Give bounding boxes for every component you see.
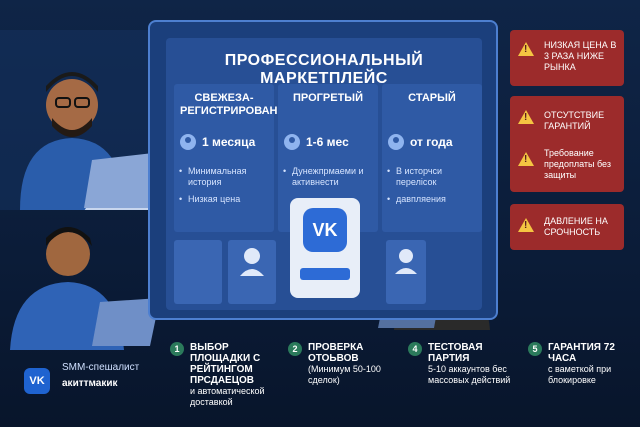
step-title: ТЕСТОВАЯ ПАРТИЯ xyxy=(428,342,483,364)
step-number: 4 xyxy=(408,342,422,356)
user-icon xyxy=(240,248,264,276)
vk-card-bar xyxy=(300,268,350,280)
user-icon xyxy=(388,134,404,150)
profile-tile[interactable] xyxy=(228,240,276,304)
column-bullet: давпляения xyxy=(387,194,478,205)
brand-line-1: SMM-спешалист xyxy=(62,362,140,373)
user-icon xyxy=(180,134,196,150)
profile-tile[interactable] xyxy=(386,240,426,304)
step-2: 2 ПРОВЕРКА ОТОЬВОВ(Минимум 50-100 сделок… xyxy=(288,342,394,386)
step-text: 5-10 аккаунтов бес массовых действий xyxy=(428,364,511,385)
warning-icon xyxy=(518,42,534,56)
warning-urgency: ДАВЛЕНИЕ НА СРОЧНОСТЬ xyxy=(510,204,624,250)
warning-no-guarantees: ОТСУТСТВИЕ ГАРАНТИЙ Требование предоплат… xyxy=(510,96,624,192)
step-title: ВЫБОР ПЛОЩАДКИ С РЕЙТИНГОМ ПРСДАЕЦОВ xyxy=(190,342,261,386)
warning-icon xyxy=(518,152,534,166)
profile-tile[interactable] xyxy=(174,240,222,304)
step-number: 5 xyxy=(528,342,542,356)
column-bullet: Минимальная история xyxy=(179,166,270,188)
brand-line-2: акиттмакик xyxy=(62,378,118,389)
vk-brand-logo: VK xyxy=(24,368,50,394)
column-new-accounts[interactable]: СВЕЖЕЗА- РЕГИСТРИРОВАННЫЙ 1 месяца Миним… xyxy=(174,84,305,232)
step-text: (Минимум 50-100 сделок) xyxy=(308,364,381,385)
vk-profile-card[interactable]: VK xyxy=(290,198,360,298)
step-number: 2 xyxy=(288,342,302,356)
step-title: ПРОВЕРКА ОТОЬВОВ xyxy=(308,342,364,364)
step-text: и автоматической доставкой xyxy=(190,386,265,407)
column-old-accounts[interactable]: СТАРЫЙ от года В исторчси перелісок давп… xyxy=(382,84,482,232)
warning-icon xyxy=(518,110,534,124)
column-title: СТАРЫЙ xyxy=(408,92,456,104)
column-period: от года xyxy=(410,135,453,149)
column-title: СВЕЖЕЗА- РЕГИСТРИРОВАННЫЙ xyxy=(180,92,305,117)
warning-icon xyxy=(518,218,534,232)
marketplace-title: ПРОФЕССИОНАЛЬНЫЙ МАРКЕТПЛЕЙС xyxy=(224,52,424,87)
column-period: 1 месяца xyxy=(202,135,256,149)
man-at-laptop-illustration xyxy=(10,227,160,350)
warning-low-price: НИЗКАЯ ЦЕНА В 3 РАЗА НИЖЕ РЫНКА xyxy=(510,30,624,86)
vk-logo-icon: VK xyxy=(303,208,347,252)
column-bullet: В исторчси перелісок xyxy=(387,166,478,188)
man-with-glasses-illustration xyxy=(0,30,170,210)
column-period: 1-6 мес xyxy=(306,135,349,149)
step-text: с ваметкой при блокировке xyxy=(548,364,612,385)
step-title: ГАРАНТИЯ 72 ЧАСА xyxy=(548,342,615,364)
step-number: 1 xyxy=(170,342,184,356)
user-icon xyxy=(284,134,300,150)
user-icon xyxy=(395,249,417,274)
column-bullet: Низкая цена xyxy=(179,194,270,205)
column-bullet: Дунежпрмаеми и активнести xyxy=(283,166,374,188)
column-title: ПРОГРЕТЫЙ xyxy=(293,92,363,104)
